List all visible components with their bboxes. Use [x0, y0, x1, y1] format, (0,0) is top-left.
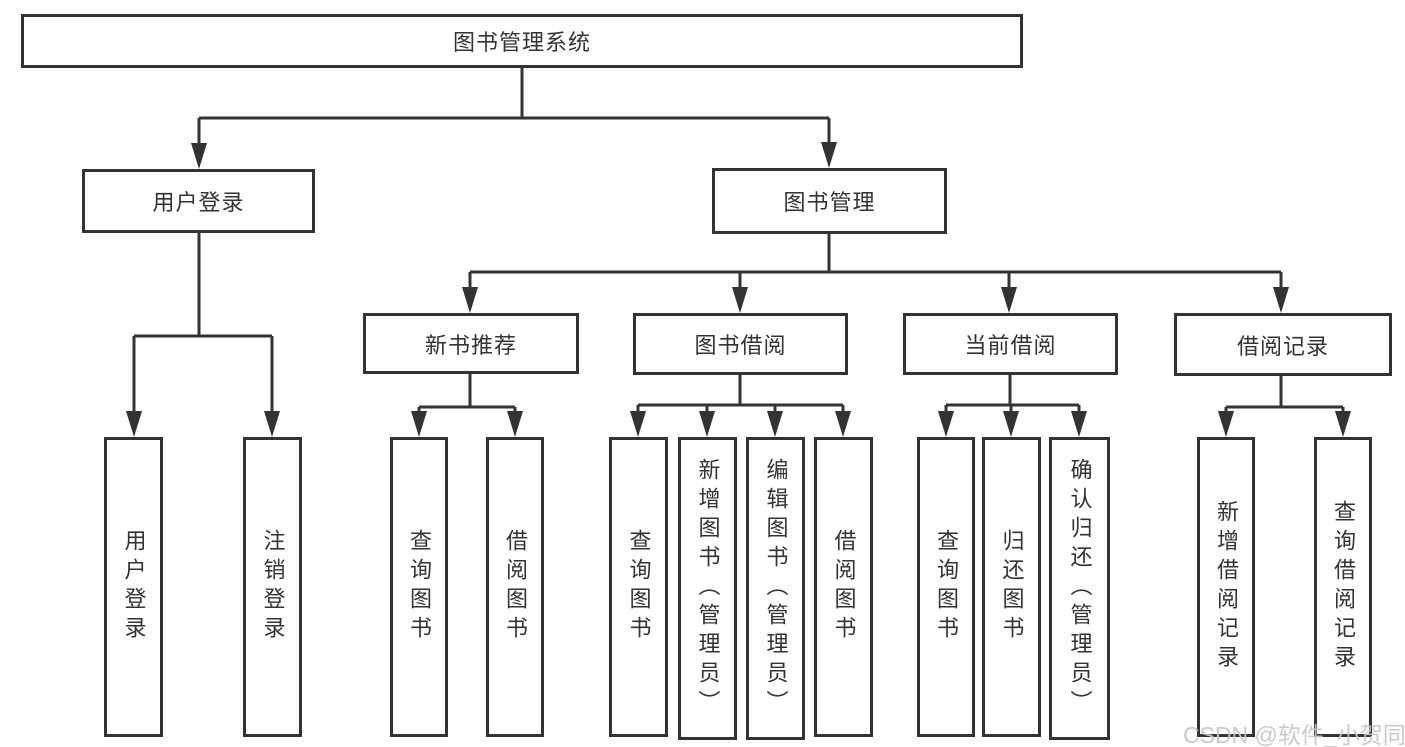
leaf-query-books-recommend-label: 查询图书 [407, 529, 432, 645]
leaf-query-borrow-record: 查询借阅记录 [1314, 437, 1372, 737]
csdn-watermark: CSDN @软件_小贺同学 [1183, 722, 1405, 747]
leaf-query-books-borrowing-label: 查询图书 [626, 529, 652, 645]
leaf-borrow-books: 借阅图书 [814, 437, 873, 737]
connector-path [132, 68, 1345, 416]
leaf-logout: 注销登录 [243, 437, 302, 737]
node-book-management-label: 图书管理 [783, 190, 876, 215]
leaf-add-books-admin: 新增图书（管理员） [678, 437, 737, 740]
leaf-add-books-admin-label: 新增图书（管理员） [695, 458, 721, 719]
leaf-return-books: 归还图书 [982, 437, 1041, 737]
node-book-borrowing-label: 图书借阅 [694, 333, 787, 358]
node-user-login-label: 用户登录 [152, 190, 245, 215]
leaf-edit-books-admin-label: 编辑图书（管理员） [763, 458, 789, 719]
leaf-borrow-books-recommend-label: 借阅图书 [503, 529, 528, 645]
node-current-borrowing-label: 当前借阅 [964, 333, 1057, 358]
leaf-return-books-label: 归还图书 [999, 529, 1025, 645]
node-new-book-recommend: 新书推荐 [363, 313, 579, 374]
node-borrowing-records-label: 借阅记录 [1236, 333, 1329, 359]
node-root-system: 图书管理系统 [21, 14, 1023, 68]
node-book-borrowing: 图书借阅 [633, 313, 848, 375]
leaf-add-borrow-record-label: 新增借阅记录 [1214, 500, 1239, 674]
node-book-management: 图书管理 [712, 168, 947, 234]
leaf-user-login: 用户登录 [104, 437, 163, 737]
leaf-borrow-books-label: 借阅图书 [831, 529, 857, 645]
node-new-book-recommend-label: 新书推荐 [424, 332, 517, 358]
leaf-logout-label: 注销登录 [260, 529, 286, 645]
leaf-query-books-current: 查询图书 [917, 437, 975, 737]
leaf-query-books-recommend: 查询图书 [390, 437, 448, 737]
node-root-system-label: 图书管理系统 [452, 30, 591, 55]
leaf-edit-books-admin: 编辑图书（管理员） [746, 437, 805, 740]
node-user-login: 用户登录 [82, 169, 315, 233]
leaf-confirm-return-admin: 确认归还（管理员） [1049, 437, 1110, 740]
leaf-query-books-borrowing: 查询图书 [609, 437, 668, 737]
leaf-query-books-current-label: 查询图书 [934, 529, 959, 645]
leaf-query-borrow-record-label: 查询借阅记录 [1331, 500, 1356, 674]
leaf-borrow-books-recommend: 借阅图书 [486, 437, 544, 737]
arrowheads [126, 142, 1351, 437]
leaf-user-login-label: 用户登录 [121, 529, 147, 645]
node-borrowing-records: 借阅记录 [1174, 313, 1392, 376]
node-current-borrowing: 当前借阅 [903, 313, 1118, 375]
leaf-confirm-return-admin-label: 确认归还（管理员） [1067, 458, 1093, 719]
leaf-add-borrow-record: 新增借阅记录 [1197, 437, 1255, 737]
